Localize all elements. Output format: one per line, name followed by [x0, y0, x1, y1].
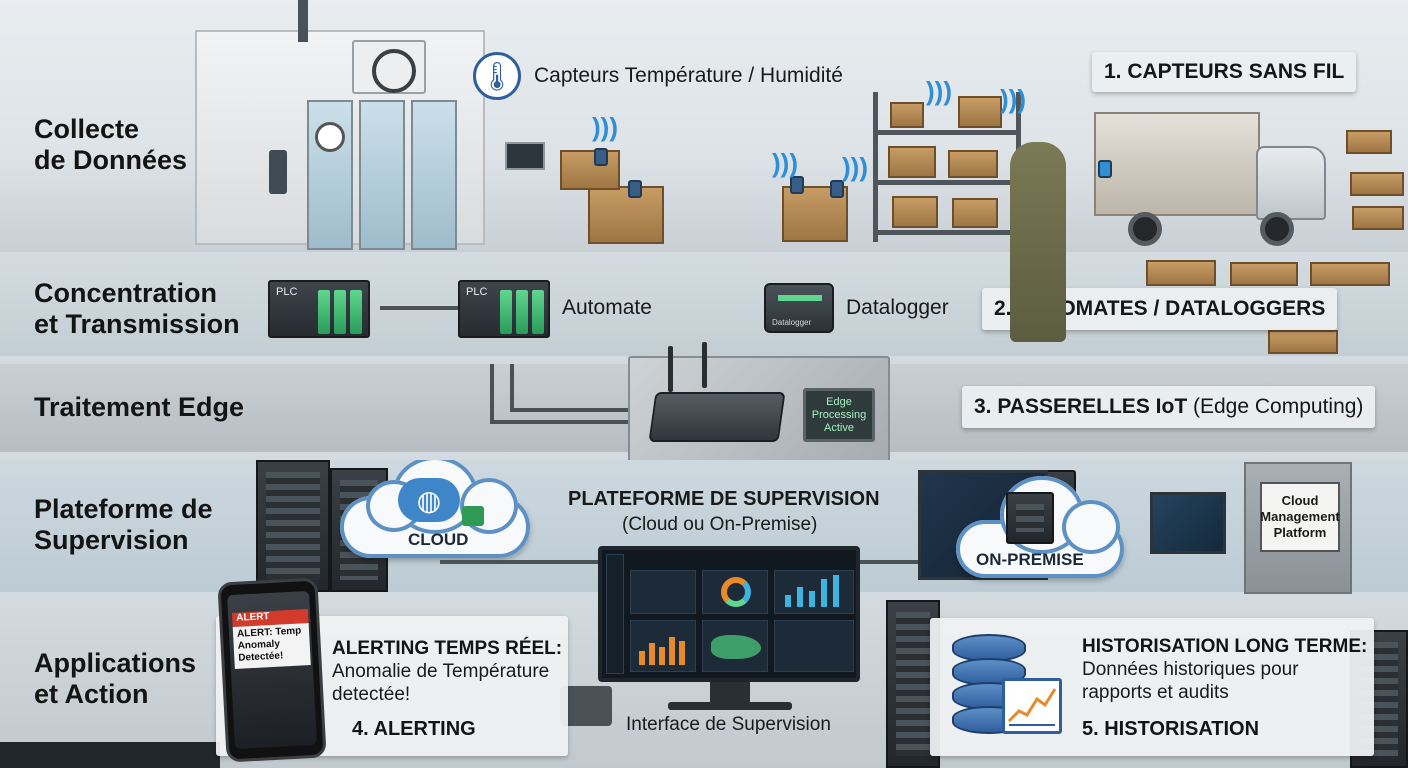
cloud-management-sign: Cloud Management Platform — [1260, 482, 1340, 552]
wifi-icon: ))) — [1000, 84, 1026, 115]
smartphone: ALERT ALERT: Temp Anomaly Detectée! — [217, 578, 326, 763]
layer-title-collecte: Collecte de Données — [34, 114, 274, 176]
automate-device: PLC — [458, 280, 550, 338]
cable — [490, 364, 494, 422]
wifi-icon: ))) — [772, 148, 798, 179]
crate — [1310, 262, 1390, 286]
truck-sensor — [1098, 160, 1112, 178]
wireless-sensor — [594, 148, 608, 166]
crate — [1146, 260, 1216, 286]
truck-cab — [1256, 146, 1326, 220]
cable — [510, 408, 630, 412]
cable — [490, 420, 630, 424]
thermometer-icon: 🌡 — [473, 52, 521, 100]
wall-screen — [1150, 492, 1226, 554]
historisation-heading: HISTORISATION LONG TERME: — [1082, 636, 1367, 658]
supervision-monitor — [598, 546, 860, 682]
phone-alert-body: ALERT: Temp Anomaly Detectée! — [233, 623, 311, 669]
alerting-body: Anomalie de Température detectée! — [332, 660, 549, 706]
cable — [440, 560, 610, 564]
iot-gateway-router — [648, 392, 785, 442]
historisation-step: 5. HISTORISATION — [1082, 718, 1259, 741]
interface-label: Interface de Supervision — [626, 714, 831, 736]
layer-title-plateforme: Plateforme de Supervision — [34, 494, 264, 556]
cold-room-door: Cloud Management Platform — [1244, 462, 1352, 594]
alerting-step: 4. ALERTING — [352, 718, 476, 741]
monitor-stand — [710, 682, 750, 704]
wifi-icon: ))) — [592, 112, 618, 143]
historisation-body: Données historiques pour rapports et aud… — [1082, 658, 1299, 704]
crate — [588, 186, 664, 244]
layer-title-concentration: Concentration et Transmission — [34, 278, 274, 340]
globe-icon: ◍ — [398, 478, 460, 522]
crate — [1352, 206, 1404, 230]
wifi-icon: ))) — [926, 76, 952, 107]
worker-with-tablet — [1010, 142, 1066, 342]
fridge-door — [359, 100, 405, 250]
layer-title-applications: Applications et Action — [34, 648, 234, 710]
on-premise-cloud — [1062, 500, 1120, 554]
fridge-door — [411, 100, 457, 250]
antenna-icon — [702, 342, 707, 388]
wall-display — [505, 142, 545, 170]
wheel — [1128, 212, 1162, 246]
layer-title-edge: Traitement Edge — [34, 392, 334, 423]
crate — [1350, 172, 1404, 196]
layer-collecte: 🌡 Capteurs Température / Humidité ))) ))… — [0, 0, 1408, 252]
plc-device: PLC — [268, 280, 370, 338]
cable — [380, 306, 458, 310]
storage-shelf — [873, 92, 1021, 242]
supervision-subtitle: (Cloud ou On-Premise) — [622, 514, 817, 536]
wheel — [1260, 212, 1294, 246]
antenna-icon — [668, 346, 673, 392]
duct — [298, 0, 308, 42]
step-1-tag: 1. CAPTEURS SANS FIL — [1092, 52, 1356, 92]
refrigerated-truck — [1094, 112, 1260, 216]
automate-label: Automate — [562, 296, 652, 320]
crate — [1346, 130, 1392, 154]
trend-chart-icon — [1002, 678, 1062, 734]
fan-icon — [352, 40, 426, 94]
step-3-tag: 3. PASSERELLES IoT (Edge Computing) — [962, 386, 1375, 428]
wifi-icon: ))) — [842, 152, 868, 183]
crate — [1230, 262, 1298, 286]
cable — [510, 364, 514, 410]
server-icon — [1006, 492, 1054, 544]
datalogger-label: Datalogger — [846, 296, 949, 320]
wireless-sensor — [628, 180, 642, 198]
alerting-heading: ALERTING TEMPS RÉEL: — [332, 638, 562, 660]
edge-processing-display: Edge Processing Active — [803, 388, 875, 442]
crate — [1268, 330, 1338, 354]
sensors-label: Capteurs Température / Humidité — [534, 64, 843, 88]
cloud-label: CLOUD — [408, 530, 468, 550]
crate — [560, 150, 620, 190]
supervision-title: PLATEFORME DE SUPERVISION — [568, 488, 880, 511]
gauge-icon — [315, 122, 345, 152]
monitor-base — [668, 702, 792, 710]
on-premise-label: ON-PREMISE — [976, 550, 1084, 570]
keyboard — [0, 742, 220, 768]
lock-icon — [462, 506, 484, 526]
server-rack — [256, 460, 330, 592]
datalogger-device: Datalogger — [764, 283, 834, 333]
